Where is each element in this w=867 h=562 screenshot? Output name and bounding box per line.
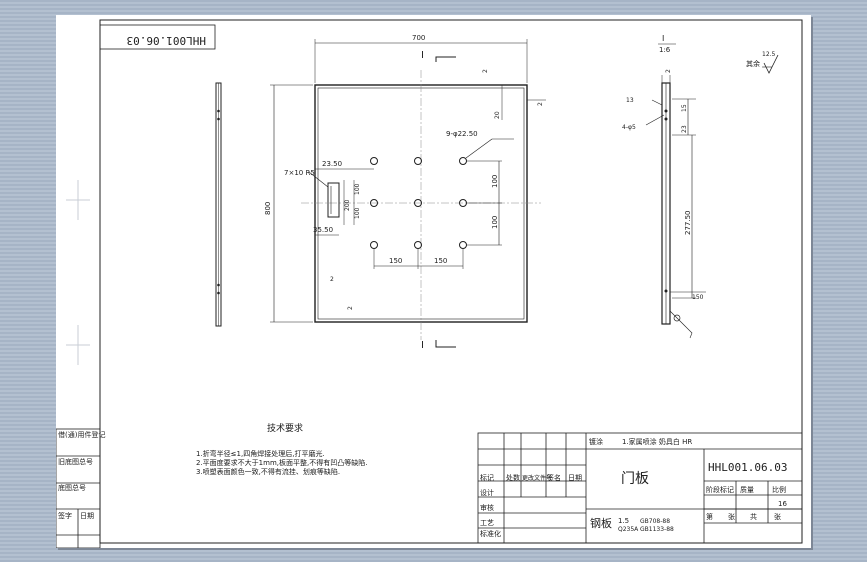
scale-label: 比例	[772, 485, 786, 494]
section-view-scale: 1:6	[659, 46, 671, 54]
sheet-label: 第	[706, 512, 713, 521]
width-dim-text: 700	[412, 34, 425, 42]
side-label-1: 借(通)用件登记	[58, 430, 105, 439]
material-spec-4: GB1133-88	[640, 526, 674, 533]
hole-spacing-y1: 100	[491, 175, 499, 188]
tb-row-5: 日期	[568, 474, 582, 482]
tech-req-title: 技术要求	[267, 422, 303, 434]
sheet-unit: 张	[728, 512, 735, 521]
section-view-title: I	[662, 34, 664, 43]
side-label-2: 旧底图总号	[58, 457, 93, 466]
dim-35-50: 35.50	[313, 226, 333, 234]
material-spec-2: GB708-88	[640, 518, 670, 525]
section-marker-bottom: I	[421, 340, 424, 351]
drawing-border	[99, 19, 803, 544]
hole-spacing-y2: 100	[491, 216, 499, 229]
dim-2-left: 2	[330, 276, 334, 283]
tb-sig-1: 设计	[480, 488, 494, 497]
stage-label: 阶段标记	[706, 485, 734, 494]
tb-sig-3: 工艺	[480, 519, 494, 527]
tb-row-1: 标记	[480, 473, 494, 482]
side-dim-23: 23	[681, 125, 688, 133]
dim-2-bottom: 2	[347, 306, 354, 310]
dim-2-right: 2	[537, 102, 544, 106]
total-unit: 张	[774, 512, 781, 521]
tb-sig-4: 标准化	[480, 529, 501, 538]
side-label-3: 底图总号	[58, 483, 86, 492]
tech-req-1: 1.折弯半径≤1,四角焊接处理后,打平磨光.	[196, 449, 325, 458]
tech-req-3: 3.喷塑表面颜色一致,不得有流挂、划痕等缺陷.	[196, 467, 340, 476]
side-dim-277: 277.50	[684, 211, 692, 236]
side-register-table	[56, 428, 101, 548]
tb-row-3: 更改文件号	[522, 474, 552, 482]
material: 钢板	[590, 516, 612, 530]
material-spec-1: 1.5	[618, 517, 629, 525]
drawing-number: HHL001.06.03	[708, 461, 787, 474]
material-spec-3: Q235A	[618, 526, 639, 533]
side-label-4: 签字	[58, 511, 72, 520]
slot-dim-text: 7×10 R5	[284, 169, 315, 177]
side-dim-13: 13	[626, 97, 634, 104]
total-label: 共	[750, 512, 757, 521]
slot-dim-200: 200	[344, 199, 351, 211]
surface-label: 镀涂	[589, 437, 603, 446]
tb-row-2: 处数	[506, 473, 520, 482]
side-label-5: 日期	[80, 512, 94, 520]
roughness-value: 12.5	[762, 51, 776, 58]
tb-row-4: 签名	[547, 473, 561, 482]
slot	[327, 182, 340, 218]
section-marker-top: I	[421, 50, 424, 61]
hole-spacing-x1: 150	[389, 257, 402, 265]
section-view: I 1:6 2 15 23 277.50 13 4-φ5 150	[622, 34, 706, 339]
roughness-symbol: 12.5 其余	[746, 51, 779, 74]
drawing-sheet: 借(通)用件登记 旧底图总号 底图总号 签字 日期 HHL001.06.03 7…	[56, 15, 811, 548]
hole-spacing-x2: 150	[434, 257, 447, 265]
tech-req-2: 2.平面度要求不大于1mm,板面平整,不得有凹凸等缺陷.	[196, 458, 367, 467]
surface-treatment: 1.家属喷涂 奶具白 HR	[622, 437, 692, 446]
scale-value: 16	[778, 500, 787, 508]
side-hole-text: 4-φ5	[622, 124, 636, 131]
side-dim-15: 15	[681, 104, 688, 112]
binding-marks	[66, 180, 90, 365]
slot-dim-100b: 100	[354, 183, 361, 195]
left-edge-view	[215, 82, 222, 327]
side-dim-150: 150	[692, 294, 704, 301]
mass-label: 质量	[740, 485, 754, 494]
dim-23-50: 23.50	[322, 160, 342, 168]
dim-2-top: 2	[482, 69, 489, 73]
dim-20: 20	[494, 111, 501, 119]
rotated-number-box	[99, 24, 216, 50]
hole-dim-text: 9-φ22.50	[446, 130, 478, 138]
rotated-drawing-number: HHL001.06.03	[127, 34, 206, 47]
slot-dim-100a: 100	[354, 207, 361, 219]
height-dim-text: 800	[264, 202, 272, 215]
title-block	[477, 432, 803, 544]
front-view: 700 800 I I 9-φ22.50 7×10 R5 23.50 35.50	[264, 34, 546, 351]
roughness-label: 其余	[746, 59, 760, 68]
side-dim-2: 2	[665, 69, 672, 73]
drawing-canvas: 借(通)用件登记 旧底图总号 底图总号 签字 日期 HHL001.06.03 7…	[56, 19, 803, 548]
part-name: 门板	[621, 471, 649, 487]
tb-sig-2: 审核	[480, 503, 494, 512]
